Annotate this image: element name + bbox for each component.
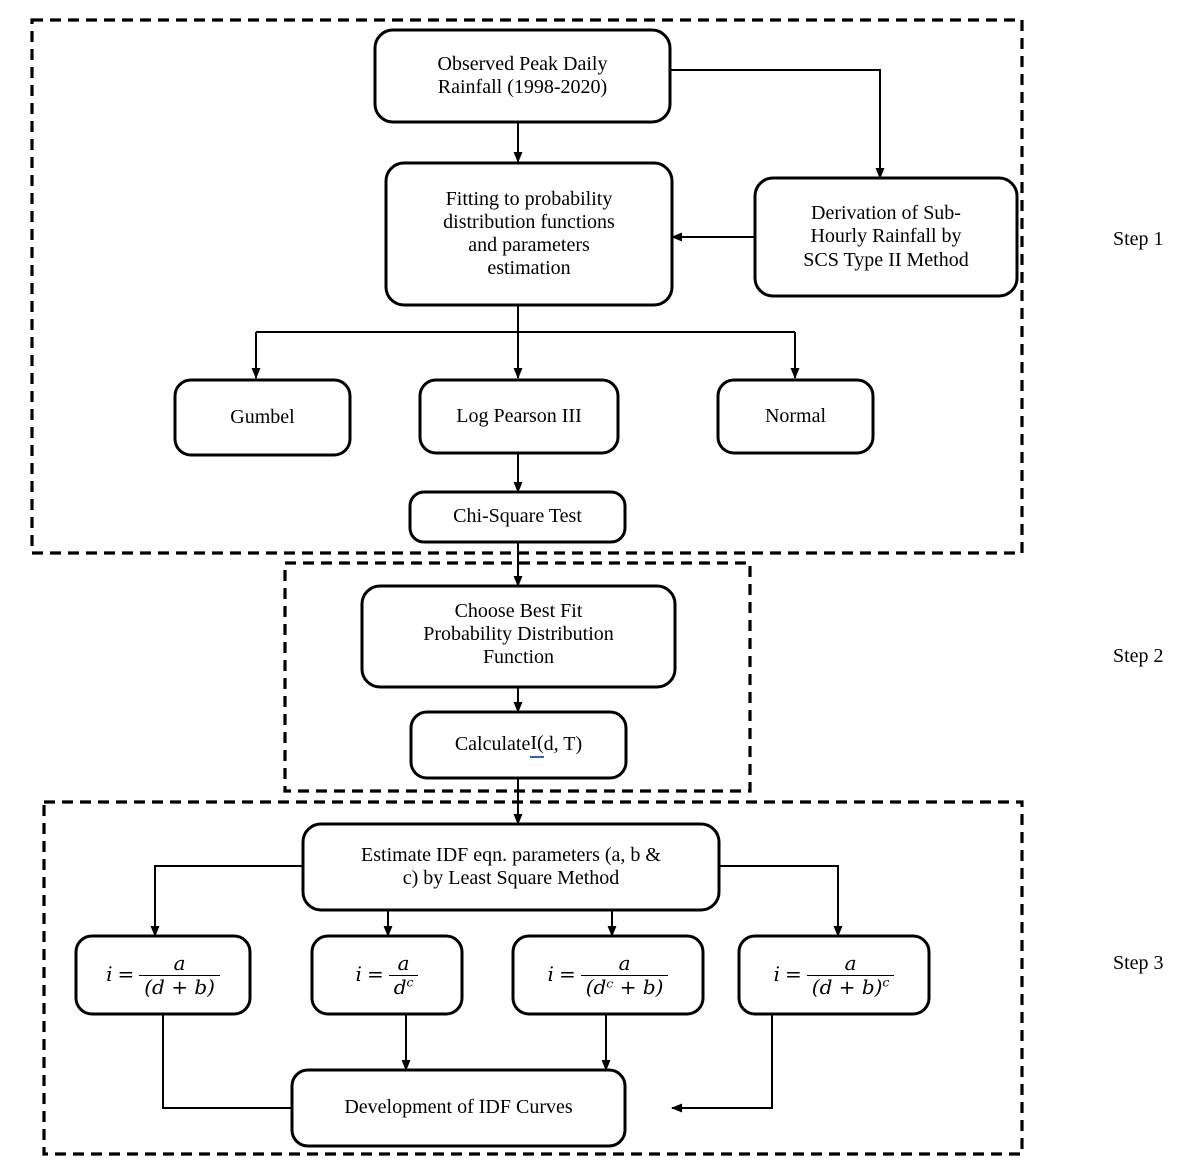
node-calculate-i[interactable] xyxy=(409,710,628,780)
node-estimate-parameters[interactable] xyxy=(301,822,721,912)
node-fitting[interactable] xyxy=(384,161,674,307)
node-best-fit[interactable] xyxy=(360,584,677,689)
connector-estimate-right-branch xyxy=(718,865,843,937)
node-equation-4[interactable] xyxy=(737,934,931,1016)
node-derivation[interactable] xyxy=(753,176,1019,298)
node-equation-2[interactable] xyxy=(310,934,464,1016)
step-1-region xyxy=(30,18,1024,555)
connector-eq4-to-development xyxy=(671,1014,773,1113)
node-gumbel[interactable] xyxy=(173,378,352,457)
step-3-label: Step 3 xyxy=(1113,952,1164,974)
node-development-idf[interactable] xyxy=(290,1068,627,1148)
node-equation-1[interactable] xyxy=(74,934,252,1016)
node-equation-3[interactable] xyxy=(511,934,705,1016)
node-normal[interactable] xyxy=(716,378,875,455)
connector-estimate-left-branch xyxy=(150,865,305,937)
node-log-pearson[interactable] xyxy=(418,378,620,455)
node-observed-rainfall[interactable] xyxy=(373,28,672,124)
step-2-label: Step 2 xyxy=(1113,645,1164,667)
connector-observed-to-derivation xyxy=(670,69,885,179)
step-3-region xyxy=(42,800,1024,1156)
connector-eq1-to-development xyxy=(162,1014,328,1113)
node-chi-square[interactable] xyxy=(408,490,627,544)
step-1-label: Step 1 xyxy=(1113,228,1164,250)
